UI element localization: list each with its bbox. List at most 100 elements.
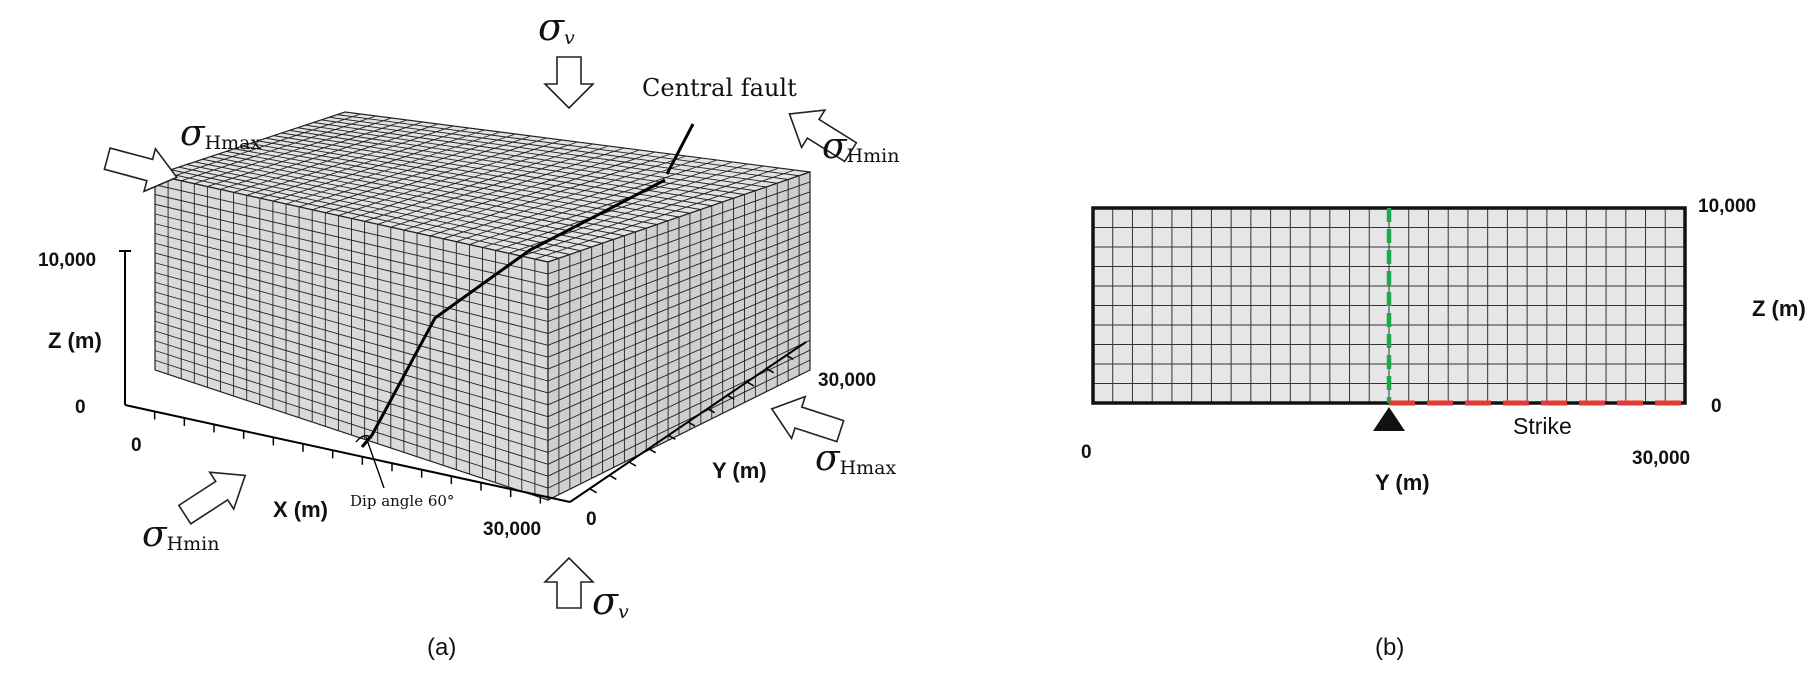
mesh-line: [154, 262, 549, 370]
dip-angle-leader: [365, 436, 385, 489]
b-z-axis-label: Z (m): [1752, 296, 1806, 321]
strike-label: Strike: [1513, 413, 1572, 439]
panel-a: 10,000 Z (m) 0 0 X (m) 30,000 0 Y (m) 30…: [38, 5, 899, 661]
mesh-line: [281, 132, 723, 203]
x-axis-max-label: 30,000: [483, 519, 541, 540]
mesh-line: [242, 145, 669, 222]
fault-position-marker: [1373, 407, 1405, 431]
mesh-line: [154, 301, 549, 418]
mesh-line: [547, 290, 811, 406]
mesh-line: [257, 140, 690, 214]
b-y-axis-zero-label: 0: [1081, 442, 1092, 463]
axis-tick: [589, 488, 598, 494]
sigma-hmin-left-arrow: [177, 471, 247, 525]
y-axis-zero-label: 0: [586, 509, 597, 530]
mesh-line: [547, 310, 811, 430]
panel-a-caption: (a): [427, 634, 456, 661]
mesh-line: [547, 221, 811, 322]
mesh-line: [210, 156, 625, 237]
mesh-line: [154, 203, 549, 299]
b-y-axis-max-label: 30,000: [1632, 448, 1690, 469]
mesh-line: [154, 350, 549, 477]
axis-tick: [608, 474, 617, 480]
panel-b-caption: (b): [1375, 634, 1404, 661]
mesh-line: [154, 252, 549, 358]
x-axis-zero-label: 0: [131, 435, 142, 456]
mesh-line: [329, 116, 789, 180]
mesh-line: [547, 339, 811, 465]
mesh-line: [154, 184, 549, 275]
mesh-line: [154, 291, 549, 406]
mesh-line: [154, 272, 549, 382]
mesh-line: [154, 281, 549, 394]
x-axis-label: X (m): [273, 497, 328, 522]
axis-tick: [707, 408, 716, 414]
mesh-line: [547, 201, 811, 299]
panel-b: 10,000 Z (m) 0 0 Strike 30,000 Y (m) (b): [1081, 196, 1806, 661]
sigma-hmax-right-label: σHmax: [815, 438, 896, 479]
central-fault-trace: [360, 178, 666, 448]
z-axis-label: Z (m): [48, 328, 102, 353]
mesh-line: [194, 161, 603, 244]
mesh-line: [234, 148, 658, 225]
central-fault-label: Central fault: [642, 74, 797, 102]
mesh-line: [154, 223, 549, 322]
mesh-line: [547, 320, 811, 441]
sigma-hmin-right-arrow: [788, 109, 858, 163]
axis-tick: [785, 354, 794, 360]
mesh-line: [305, 124, 756, 192]
mesh-line: [186, 164, 592, 248]
mesh-line: [547, 270, 811, 382]
mesh-line: [154, 242, 549, 346]
axis-tick: [687, 421, 696, 427]
mesh-line: [170, 169, 570, 255]
dip-angle-label: Dip angle 60°: [350, 492, 454, 510]
mesh-line: [547, 359, 811, 489]
sigma-hmax-left-arrow: [103, 147, 179, 193]
sigma-hmax-left-label: σHmax: [180, 113, 261, 154]
mesh-line: [154, 340, 549, 465]
b-z-axis-max-label: 10,000: [1698, 196, 1756, 217]
mesh-line: [547, 191, 811, 287]
mesh-line: [547, 280, 811, 394]
mesh-line: [547, 181, 811, 275]
mesh-line: [202, 158, 614, 240]
axis-tick: [667, 434, 676, 440]
mesh-line: [154, 311, 549, 430]
mesh-line: [547, 250, 811, 358]
sigma-v-top-arrow: [543, 56, 595, 110]
mesh-line: [547, 211, 811, 311]
y-axis-max-label: 30,000: [818, 370, 876, 391]
sigma-hmin-right-label: σHmin: [822, 126, 899, 167]
dip-angle-arc: [355, 435, 373, 443]
axis-tick: [726, 394, 735, 400]
mesh-line: [321, 119, 778, 184]
mesh-line: [218, 153, 636, 233]
mesh-line: [337, 114, 800, 177]
axis-tick: [648, 448, 657, 454]
mesh-line: [154, 359, 549, 489]
mesh-line: [249, 143, 680, 218]
mesh-line: [154, 320, 549, 441]
mesh-line: [154, 213, 549, 311]
axis-tick: [766, 368, 775, 374]
sigma-v-bottom-arrow: [543, 556, 595, 609]
mesh-line: [297, 127, 745, 195]
y-axis-label: Y (m): [712, 458, 767, 483]
sigma-v-top-label: σv: [538, 5, 575, 49]
sigma-hmax-right-arrow: [770, 395, 845, 443]
mesh-line: [178, 166, 581, 252]
z-axis-max-label: 10,000: [38, 250, 96, 271]
b-z-axis-zero-label: 0: [1711, 396, 1722, 417]
mesh-line: [162, 171, 560, 259]
axis-tick: [628, 461, 637, 467]
mesh-line: [289, 129, 734, 199]
mesh-line: [547, 349, 811, 477]
x-axis-line: [124, 404, 571, 503]
central-fault-leader: [665, 123, 695, 175]
mesh-line: [154, 330, 549, 453]
mesh-line: [547, 329, 811, 453]
mesh-line: [226, 150, 647, 229]
mesh-line: [154, 194, 549, 287]
